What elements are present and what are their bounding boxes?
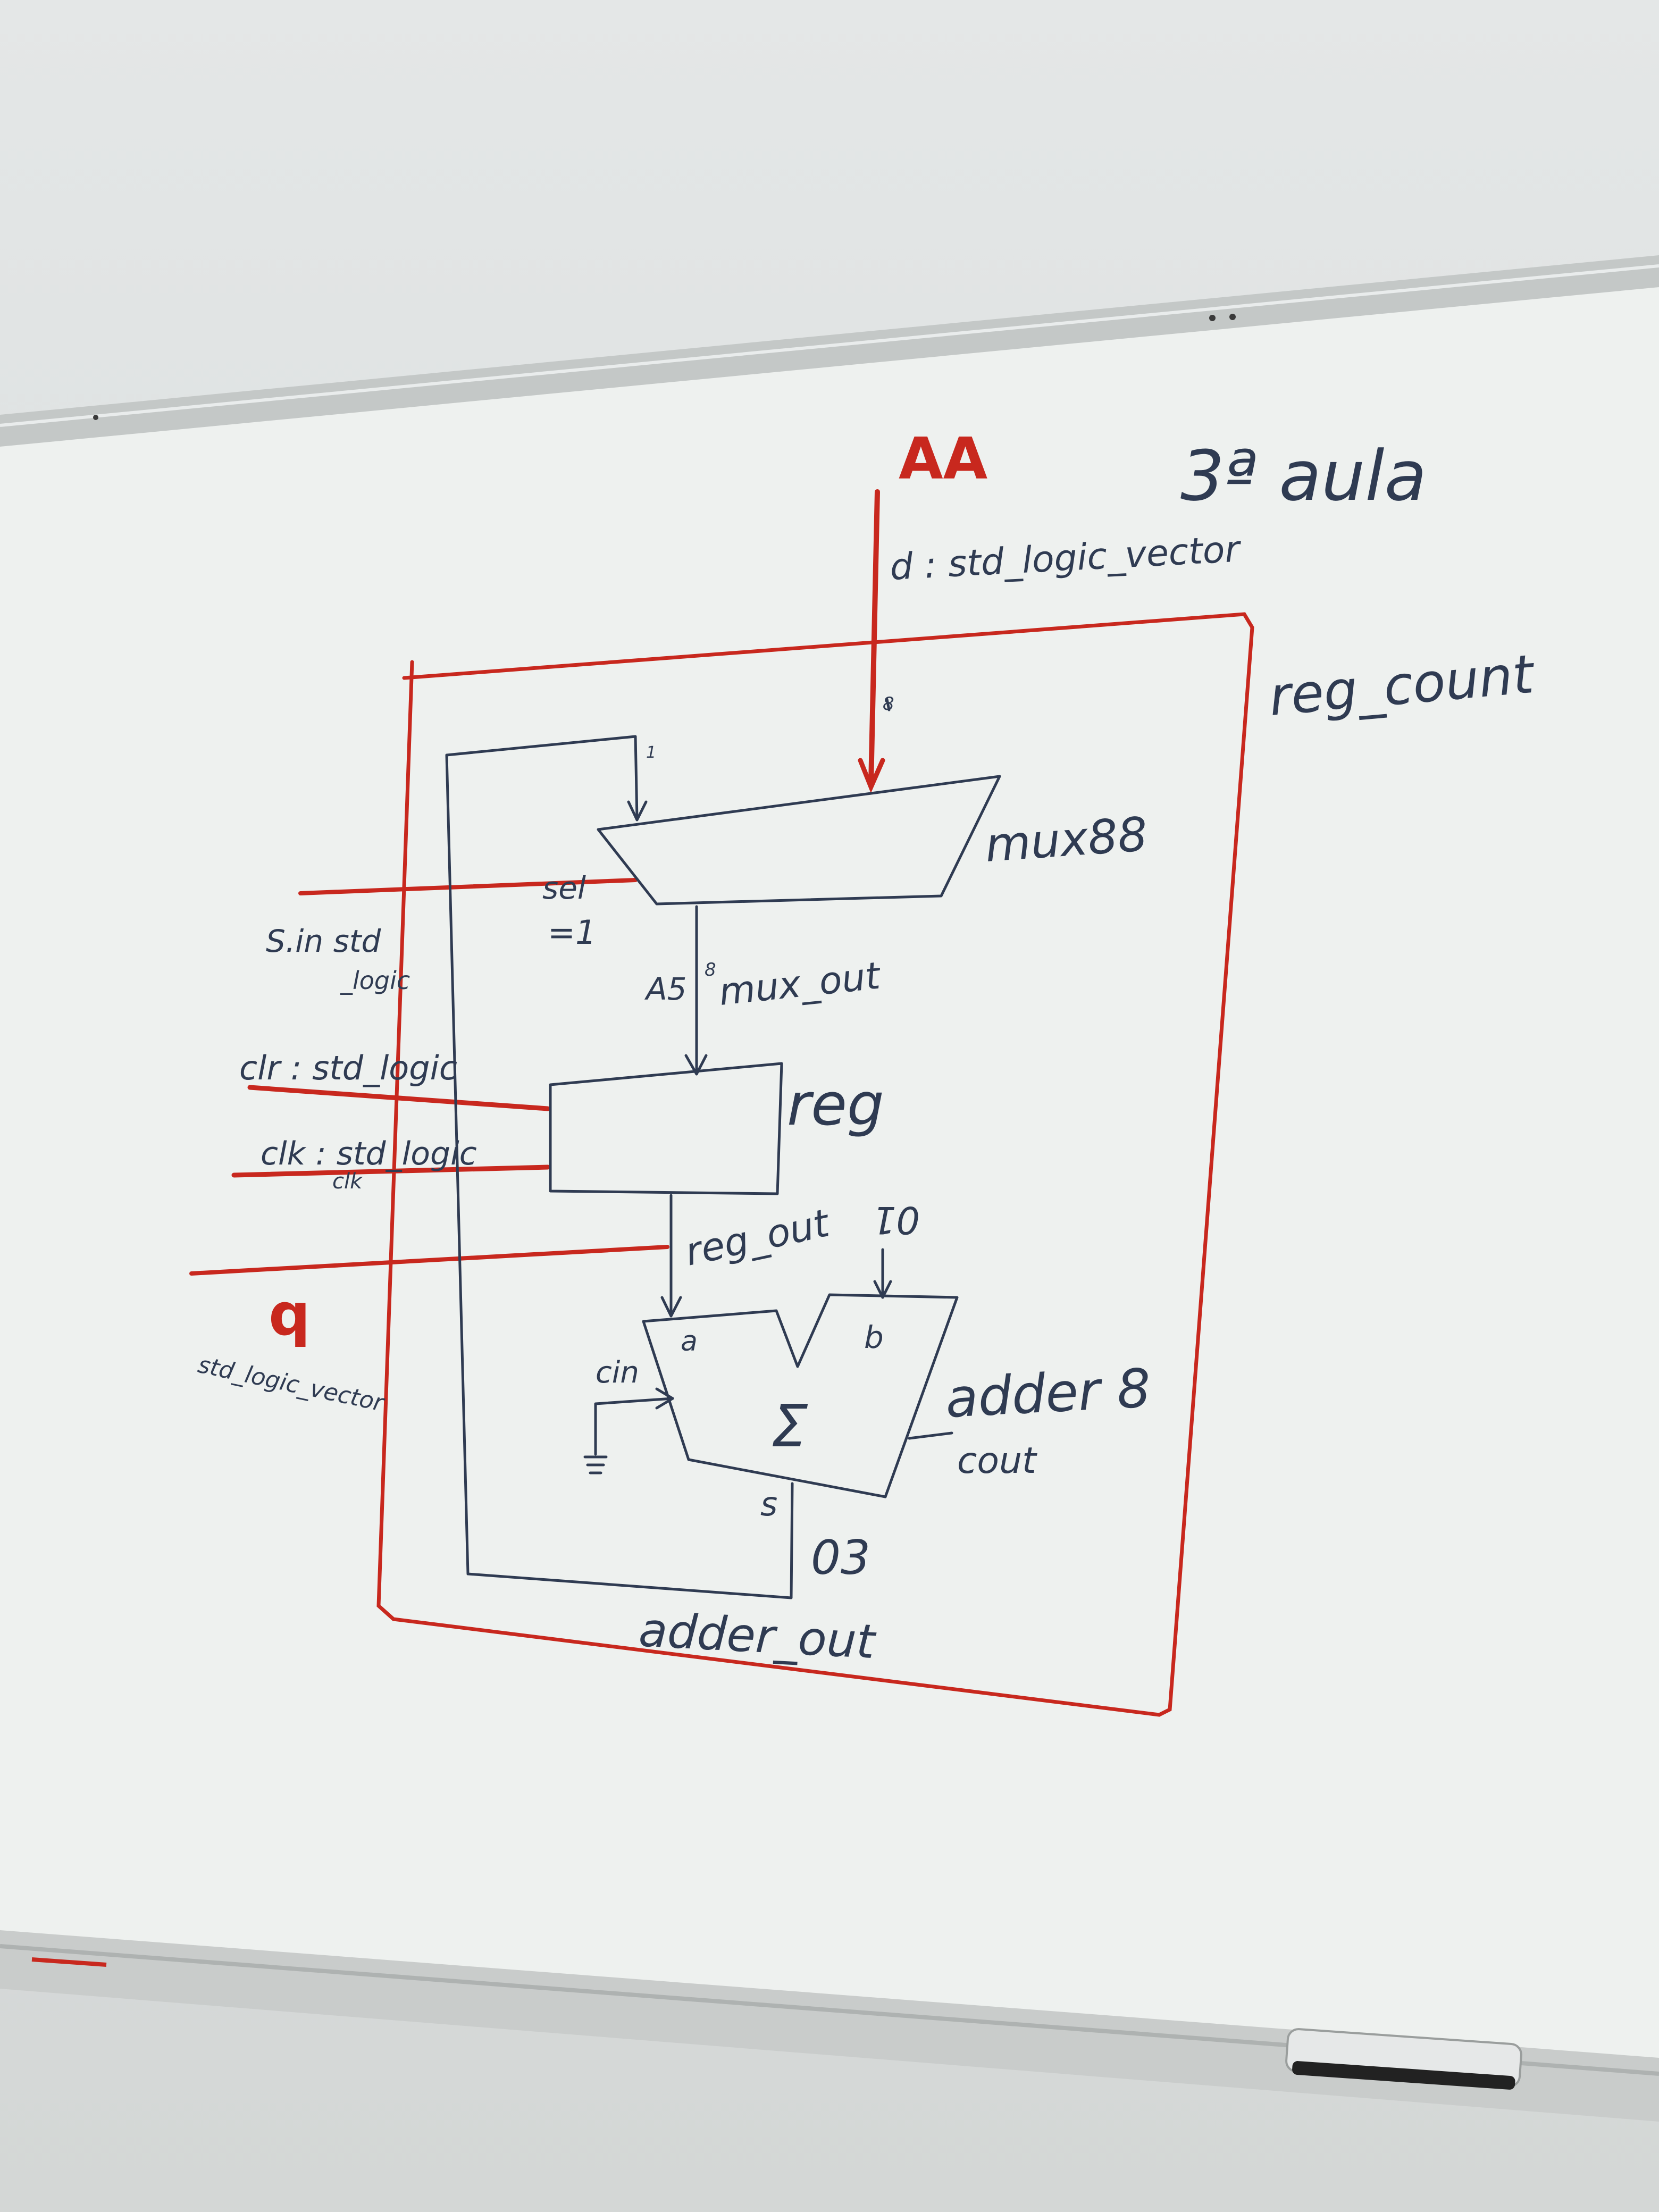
sel-label: sel xyxy=(542,870,586,906)
adder8-label: adder 8 xyxy=(944,1357,1152,1430)
whiteboard-surface xyxy=(0,276,1659,2063)
aa-input-arrowhead xyxy=(858,758,885,793)
top-rail-highlight xyxy=(0,264,1659,427)
sigma-symbol: Σ xyxy=(771,1392,808,1460)
cin-wire xyxy=(594,1397,674,1456)
d-bus-tick xyxy=(885,698,891,711)
cin-label: cin xyxy=(596,1355,639,1390)
reg-out-arrowhead xyxy=(660,1296,682,1318)
adder8-shape xyxy=(642,1293,959,1498)
adder-a-label: a xyxy=(681,1326,698,1358)
blue-ink xyxy=(445,698,1001,1599)
sel-value: =1 xyxy=(548,913,596,952)
sel-wire xyxy=(298,878,638,895)
reg-box xyxy=(549,1062,783,1195)
adder-s-label: s xyxy=(760,1485,777,1523)
q-label: q xyxy=(269,1280,311,1348)
clr-wire xyxy=(247,1085,550,1111)
feedback-bus-width: 1 xyxy=(646,743,656,762)
mux-out-arrowhead xyxy=(684,1054,708,1076)
cin-arrowhead xyxy=(655,1387,674,1410)
mux88-label: mux88 xyxy=(983,807,1149,873)
s-in-type: _logic xyxy=(340,966,410,995)
cout-wire xyxy=(908,1431,953,1440)
aa-input-line xyxy=(868,489,880,787)
reg-label: reg xyxy=(787,1070,884,1138)
d-bus-width: 8 xyxy=(883,693,894,715)
a5-label: A5 xyxy=(644,971,687,1007)
aula-title: 3ª aula xyxy=(1180,435,1427,516)
aa-label: AA xyxy=(899,426,988,492)
feedback-arrowhead xyxy=(627,800,648,822)
red-ink xyxy=(189,489,1254,1717)
mux-out-bus-width: 8 xyxy=(705,959,716,981)
mux88-shape xyxy=(597,775,1001,906)
rail-screw xyxy=(1209,315,1216,321)
feedback-loop-wire xyxy=(445,735,794,1599)
adder-03-label: 03 xyxy=(811,1530,870,1585)
adder-out-label: adder_out xyxy=(638,1602,878,1669)
cout-label: cout xyxy=(957,1440,1037,1482)
rail-screw xyxy=(1229,314,1236,320)
reg-count-box xyxy=(376,612,1254,1717)
b-const-arrowhead xyxy=(873,1280,892,1299)
clk-label: clk : std_logic xyxy=(261,1135,477,1172)
rail-screw xyxy=(93,415,98,420)
b-const-label: 01 xyxy=(873,1198,920,1242)
clr-label: clr : std_logic xyxy=(239,1049,457,1087)
red-marker-on-tray xyxy=(31,1957,107,1967)
adder-b-label: b xyxy=(864,1319,884,1355)
clk-port-label: clk xyxy=(332,1169,363,1194)
eraser-base xyxy=(1292,2061,1515,2090)
q-output-wire xyxy=(189,1245,669,1276)
s-in-label: S.in std xyxy=(266,923,382,959)
whiteboard-top-rail xyxy=(0,255,1659,447)
clk-wire xyxy=(231,1164,550,1178)
